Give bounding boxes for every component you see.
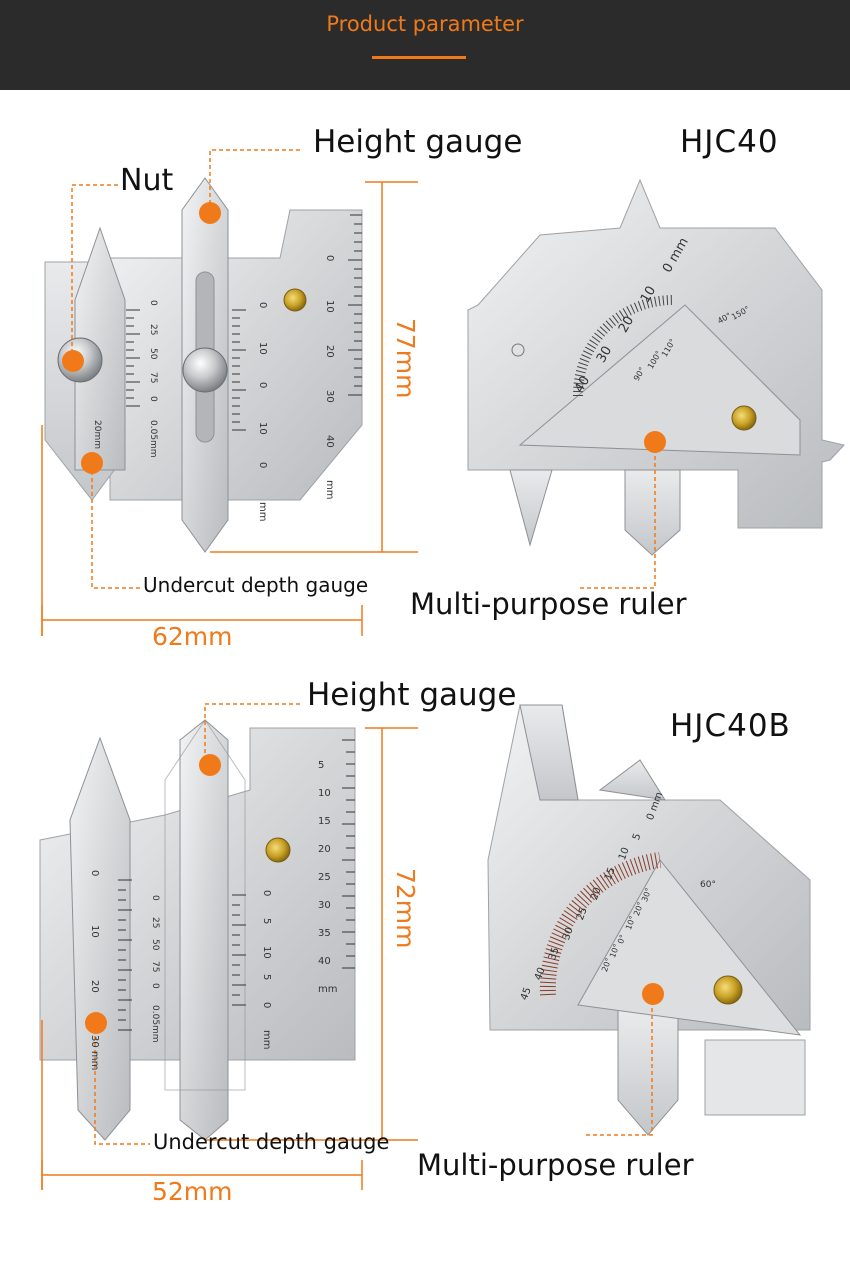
hjc40-front-gauge <box>44 177 363 553</box>
label-nut: Nut <box>120 163 174 198</box>
scale-numeral: 20 <box>318 844 331 855</box>
scale-numeral: 10 <box>89 925 100 938</box>
scale-numeral: 0.05mm <box>148 420 158 458</box>
page-header: Product parameter <box>0 0 850 90</box>
scale-numeral: 0 <box>148 396 158 402</box>
scale-numeral: 0 <box>89 870 100 877</box>
scale-numeral: 40 <box>324 435 335 448</box>
label-undercut-bottom: Undercut depth gauge <box>153 1130 390 1154</box>
dimension-height-bottom: 72mm <box>391 868 420 949</box>
scale-numeral: 0 <box>257 302 268 309</box>
scale-numeral: 10 <box>257 342 268 355</box>
scale-numeral: 25 <box>150 917 160 929</box>
hjc40b-front-gauge <box>39 719 356 1141</box>
scale-numeral: 30 <box>318 900 331 911</box>
leader-lines <box>71 149 656 1145</box>
scale-numeral: 15 <box>318 816 331 827</box>
dimension-lines <box>41 181 418 1190</box>
label-multi-bottom: Multi-purpose ruler <box>417 1148 694 1182</box>
marker-multi-bottom <box>642 983 664 1005</box>
scale-numeral: 25 <box>318 872 331 883</box>
scale-numeral: 0 <box>261 1002 272 1009</box>
scale-numeral: 30 <box>324 390 335 403</box>
scale-numeral: 20 <box>89 980 100 993</box>
scale-numeral: 40 <box>318 956 331 967</box>
hjc40-multi-gauge <box>467 178 845 556</box>
label-undercut-top: Undercut depth gauge <box>143 573 369 597</box>
scale-numeral: 0 <box>150 895 160 901</box>
model-name-top: HJC40 <box>680 124 779 160</box>
scale-numeral: 50 <box>150 939 160 951</box>
title-underline <box>372 56 466 59</box>
dimension-height-top: 77mm <box>391 318 420 399</box>
page-title: Product parameter <box>326 12 524 36</box>
marker-undercut-top <box>81 452 103 474</box>
marker-undercut-bottom <box>85 1012 107 1034</box>
scale-numeral: 30 mm <box>89 1035 100 1071</box>
scale-numeral: mm <box>261 1030 272 1050</box>
dimension-width-top: 62mm <box>152 622 233 651</box>
scale-numeral: 20 <box>324 345 335 358</box>
scale-numeral: 75 <box>148 372 158 384</box>
scale-numeral: 10 <box>324 300 335 313</box>
scale-numeral: 50 <box>148 348 158 360</box>
scale-numeral: mm <box>318 984 338 995</box>
marker-height-gauge-top <box>199 202 221 224</box>
dimension-width-bottom: 52mm <box>152 1177 233 1206</box>
scale-numeral: 20mm <box>92 420 102 449</box>
scale-numeral: 5 <box>261 918 272 925</box>
scale-numeral: 0 <box>150 983 160 989</box>
scale-numeral: 0 <box>261 890 272 897</box>
marker-nut-top <box>62 350 84 372</box>
scale-numeral: 0 <box>257 382 268 389</box>
scale-numeral: 60° <box>700 880 716 890</box>
scale-numeral: 0 <box>257 462 268 469</box>
label-multi-top: Multi-purpose ruler <box>410 587 687 621</box>
scale-numeral: 35 <box>318 928 331 939</box>
scale-numeral: 25 <box>148 324 158 336</box>
scale-numeral: 5 <box>261 974 272 981</box>
scale-numeral: mm <box>324 480 335 500</box>
scale-numeral: 10 <box>261 946 272 959</box>
scale-numeral: 75 <box>150 961 160 973</box>
scale-numeral: mm <box>257 502 268 522</box>
hjc40b-multi-gauge <box>487 704 811 1136</box>
scale-numeral: 5 <box>318 760 325 771</box>
label-height-gauge-bottom: Height gauge <box>307 677 517 713</box>
marker-multi-top <box>644 431 666 453</box>
model-name-bottom: HJC40B <box>670 708 791 744</box>
hjc40-main-scale <box>126 214 362 431</box>
scale-numeral: 10 <box>318 788 331 799</box>
hjc40b-main-scale <box>118 739 355 1031</box>
marker-height-gauge-bottom <box>199 754 221 776</box>
label-height-gauge-top: Height gauge <box>313 124 523 160</box>
scale-numeral: 0.05mm <box>150 1005 160 1043</box>
scale-numeral: 0 <box>148 300 158 306</box>
scale-numeral: 0 <box>324 255 335 262</box>
scale-numeral: 10 <box>257 422 268 435</box>
